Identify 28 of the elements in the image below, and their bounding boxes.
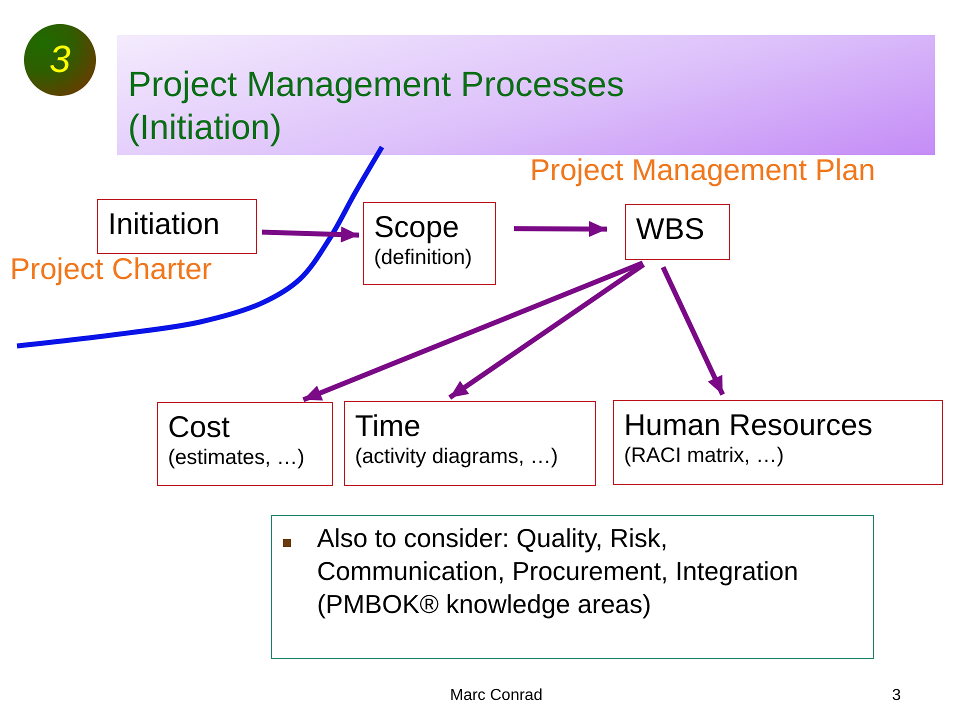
process-box bbox=[613, 400, 943, 485]
process-box bbox=[363, 202, 496, 285]
note-text: Also to consider: Quality, Risk, Communication, Procurement, Integration (PMBOK® knowledge areas) bbox=[317, 522, 800, 621]
arrow bbox=[514, 221, 607, 238]
note-box bbox=[271, 515, 874, 659]
phase-label: Project Charter bbox=[10, 252, 212, 287]
arrow bbox=[448, 262, 646, 400]
box-subtitle: (definition) bbox=[374, 245, 474, 270]
box-title: WBS bbox=[636, 213, 706, 247]
phase-label: Project Management Plan bbox=[530, 153, 876, 188]
box-title: Time bbox=[355, 410, 422, 444]
box-title: Initiation bbox=[108, 208, 221, 242]
box-subtitle: (activity diagrams, …) bbox=[355, 444, 560, 469]
arrow bbox=[660, 266, 725, 396]
box-subtitle: (RACI matrix, …) bbox=[624, 443, 785, 468]
footer-author: Marc Conrad bbox=[450, 687, 542, 705]
process-box bbox=[344, 401, 596, 486]
process-box bbox=[97, 199, 257, 254]
page-number: 3 bbox=[892, 687, 901, 705]
box-title: Scope bbox=[374, 211, 460, 245]
process-box bbox=[625, 204, 730, 260]
box-title: Human Resources bbox=[624, 409, 874, 443]
arrow bbox=[262, 226, 360, 243]
slide-title: Project Management Processes (Initiation) bbox=[128, 64, 626, 149]
badge-number: 3 bbox=[49, 40, 71, 80]
process-box bbox=[157, 402, 333, 486]
box-subtitle: (estimates, …) bbox=[168, 445, 306, 470]
box-title: Cost bbox=[168, 411, 231, 445]
